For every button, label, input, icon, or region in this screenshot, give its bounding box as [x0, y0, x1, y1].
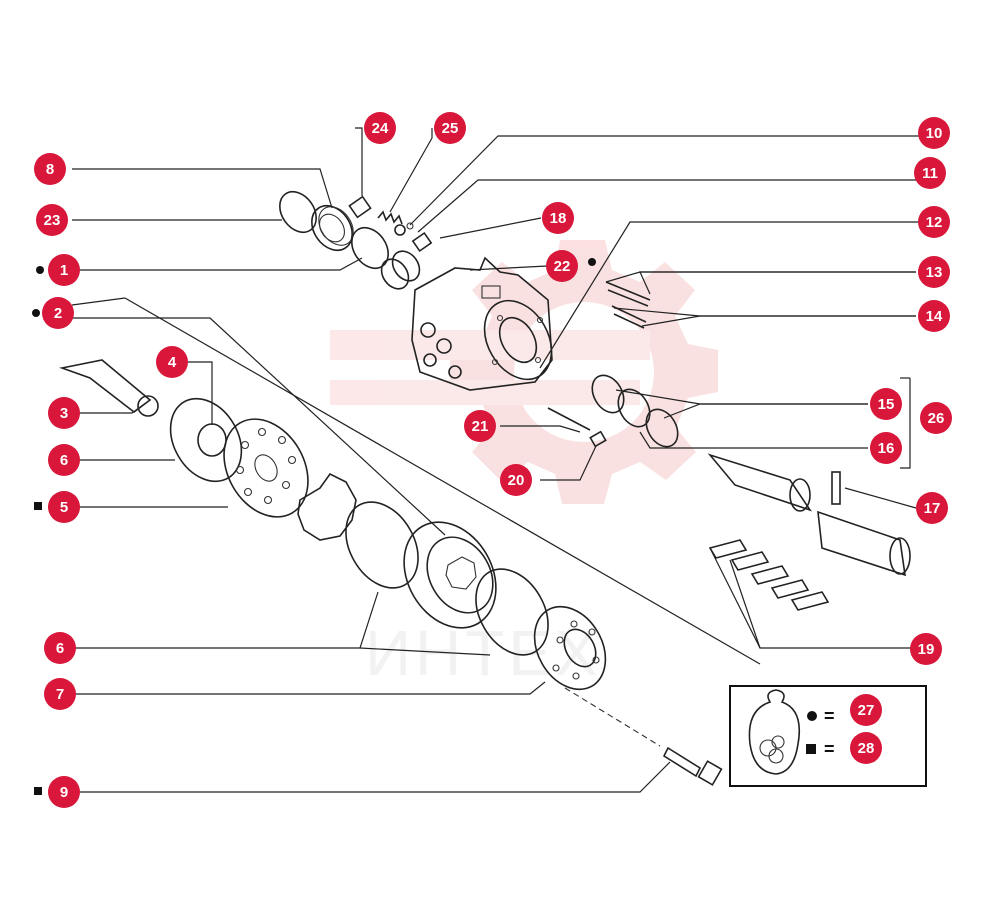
callout-23: 23 [36, 204, 68, 236]
centering-springs-19 [708, 539, 830, 611]
pin-21 [547, 407, 591, 431]
callout-label: 17 [924, 500, 941, 517]
rotor [297, 472, 357, 541]
callout-label: 15 [878, 396, 895, 413]
callout-label: 18 [550, 210, 567, 227]
end-cap-7 [533, 605, 607, 691]
callout-27: 27 [850, 694, 882, 726]
kit-bag-icon [748, 689, 801, 775]
callout-label: 9 [60, 784, 68, 801]
callout-4: 4 [156, 346, 188, 378]
spool-17 [707, 453, 911, 577]
callout-label: 13 [926, 264, 943, 281]
parts [59, 190, 911, 786]
callout-13: 13 [918, 256, 950, 288]
callout-label: 25 [442, 120, 459, 137]
needle-bearing [617, 388, 651, 428]
callout-label: 1 [60, 262, 68, 279]
callout-label: 20 [508, 472, 525, 489]
callout-6a: 6 [48, 444, 80, 476]
callout-label: 26 [928, 410, 945, 427]
callout-label: 14 [926, 308, 943, 325]
callout-22: 22 [546, 250, 596, 282]
legend-square-symbol [806, 744, 816, 754]
callout-18: 18 [542, 202, 574, 234]
callout-label: 2 [54, 305, 62, 322]
callout-28: 28 [850, 732, 882, 764]
watermark: ИНТЕХ [330, 240, 718, 689]
callout-8: 8 [34, 153, 66, 185]
callout-label: = [824, 739, 835, 759]
callout-label: 24 [372, 120, 389, 137]
spacer [197, 423, 227, 457]
watermark-text: ИНТЕХ [365, 617, 602, 689]
callouts: 1 2 3 4 5 6 6 7 8 9 10 11 12 13 14 15 16… [32, 112, 952, 808]
callout-label: 10 [926, 125, 943, 142]
callout-15: 15 [870, 388, 902, 420]
bearing-race-15 [591, 374, 625, 414]
callout-20: 20 [500, 464, 532, 496]
plug-20 [589, 430, 607, 448]
bolt-axis-line [564, 687, 661, 747]
callout-14: 14 [918, 300, 950, 332]
bearing-race-16 [645, 408, 679, 448]
callout-11: 11 [914, 157, 946, 189]
callout-7: 7 [44, 678, 76, 710]
callout-21: 21 [464, 410, 496, 442]
legend-dot-symbol [807, 711, 817, 721]
callout-16: 16 [870, 432, 902, 464]
sleeve [380, 250, 421, 290]
o-ring-6a [345, 501, 419, 589]
callout-label: = [824, 706, 835, 726]
callout-label: 6 [60, 452, 68, 469]
callout-label: 23 [44, 212, 61, 229]
callout-label: 4 [168, 354, 177, 371]
callout-label: 16 [878, 440, 895, 457]
callout-label: 12 [926, 214, 943, 231]
callout-24: 24 [364, 112, 396, 144]
callout-label: 7 [56, 686, 64, 703]
o-ring-4 [169, 397, 243, 483]
callout-label: 6 [56, 640, 64, 657]
plate-5 [223, 418, 309, 518]
callout-5: 5 [34, 491, 80, 523]
gerotor-ring [403, 521, 497, 629]
callout-label: 19 [918, 641, 935, 658]
kit-legend: = 27 = 28 [729, 685, 927, 787]
callout-label: 21 [472, 418, 489, 435]
bolt-9 [662, 746, 723, 786]
retaining-ring-23 [279, 190, 317, 234]
callout-2: 2 [32, 297, 74, 329]
plug-18 [411, 231, 433, 253]
o-ring-6b [475, 568, 549, 656]
callout-label: 8 [46, 161, 54, 178]
callout-label: 22 [554, 258, 571, 275]
callout-label: 27 [858, 702, 875, 719]
check-valve-13 [605, 281, 651, 307]
callout-1: 1 [36, 254, 80, 286]
spring-25 [377, 210, 414, 236]
callout-label: 5 [60, 499, 68, 516]
callout-17: 17 [916, 492, 948, 524]
callout-6b: 6 [44, 632, 76, 664]
seal-8 [311, 204, 354, 252]
callout-10: 10 [918, 117, 950, 149]
fitting-24 [348, 195, 372, 219]
callout-3: 3 [48, 397, 80, 429]
callout-25: 25 [434, 112, 466, 144]
callout-19: 19 [910, 633, 942, 665]
callout-26: 26 [920, 402, 952, 434]
callout-12: 12 [918, 206, 950, 238]
callout-label: 28 [858, 740, 875, 757]
leader-lines [71, 127, 931, 793]
callout-9: 9 [34, 776, 80, 808]
callout-label: 11 [922, 165, 938, 182]
callout-label: 3 [60, 405, 68, 422]
